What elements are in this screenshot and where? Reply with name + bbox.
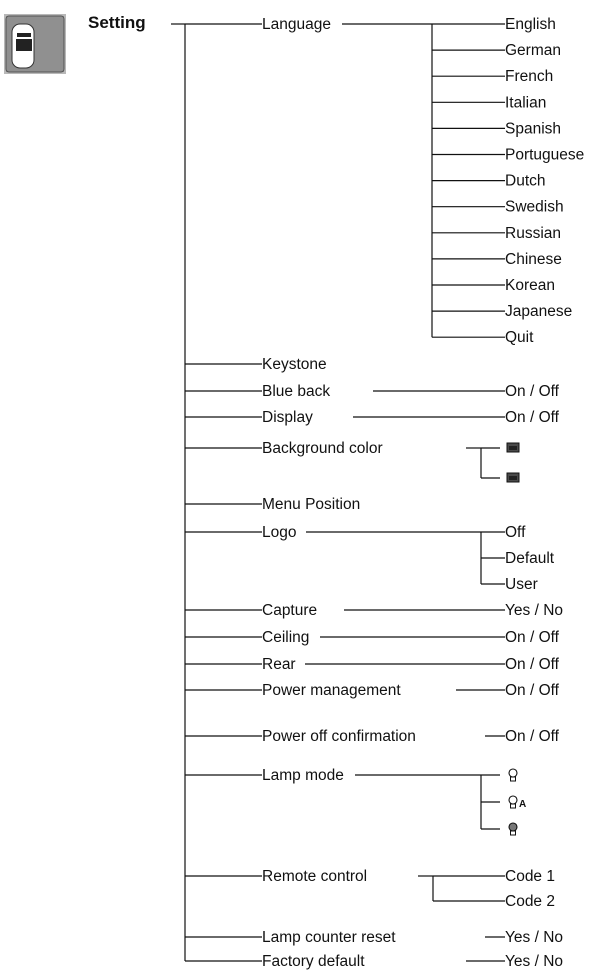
option-display: On / Off	[505, 409, 560, 426]
menu-item-keystone: Keystone	[262, 356, 327, 373]
menu-item-lamp-mode: Lamp mode	[262, 767, 344, 784]
menu-item-background-color: Background color	[262, 440, 383, 457]
menu-item-remote-control: Remote control	[262, 868, 367, 885]
setting-icon	[4, 14, 66, 74]
option-language-11: Korean	[505, 277, 555, 294]
option-rear: On / Off	[505, 656, 560, 673]
option-language-12: Japanese	[505, 303, 572, 320]
lamp-normal-icon	[508, 768, 518, 782]
menu-item-display: Display	[262, 409, 313, 426]
option-power-management: On / Off	[505, 682, 560, 699]
menu-item-blue-back: Blue back	[262, 383, 330, 400]
option-language-8: Swedish	[505, 199, 564, 216]
option-blue-back: On / Off	[505, 383, 560, 400]
option-power-off-confirmation: On / Off	[505, 728, 560, 745]
menu-item-rear: Rear	[262, 656, 296, 673]
option-language-10: Chinese	[505, 251, 562, 268]
menu-item-menu-position: Menu Position	[262, 496, 360, 513]
menu-item-factory-default: Factory default	[262, 953, 365, 970]
menu-item-power-management: Power management	[262, 682, 401, 699]
option-language-9: Russian	[505, 225, 561, 242]
option-lamp-counter-reset: Yes / No	[505, 929, 563, 946]
option-logo-3: User	[505, 576, 538, 593]
blue-background-icon	[506, 442, 520, 453]
option-language-13: Quit	[505, 329, 534, 346]
option-language-3: French	[505, 68, 553, 85]
option-language-2: German	[505, 42, 561, 59]
tree-connectors	[171, 23, 505, 962]
section-title: Setting	[88, 13, 146, 32]
menu-items: Language EnglishGermanFrenchItalianSpanis…	[262, 16, 584, 970]
option-logo-2: Default	[505, 550, 555, 567]
option-capture: Yes / No	[505, 602, 563, 619]
option-ceiling: On / Off	[505, 629, 560, 646]
lamp-auto-label: A	[519, 799, 526, 810]
option-logo-1: Off	[505, 524, 526, 541]
lamp-auto-icon: A	[508, 795, 526, 810]
option-factory-default: Yes / No	[505, 953, 563, 970]
option-language-4: Italian	[505, 94, 546, 111]
lamp-eco-icon	[508, 822, 518, 836]
menu-item-capture: Capture	[262, 602, 317, 619]
menu-item-power-off-confirmation: Power off confirmation	[262, 728, 416, 745]
black-background-icon	[506, 472, 520, 483]
option-language-7: Dutch	[505, 173, 546, 190]
option-remote-control-2: Code 2	[505, 893, 555, 910]
menu-item-lamp-counter-reset: Lamp counter reset	[262, 929, 396, 946]
menu-item-language: Language	[262, 16, 331, 33]
menu-item-logo: Logo	[262, 524, 296, 541]
option-language-5: Spanish	[505, 120, 561, 137]
menu-item-ceiling: Ceiling	[262, 629, 309, 646]
option-language-6: Portuguese	[505, 147, 584, 164]
option-language-1: English	[505, 16, 556, 33]
option-remote-control-1: Code 1	[505, 868, 555, 885]
